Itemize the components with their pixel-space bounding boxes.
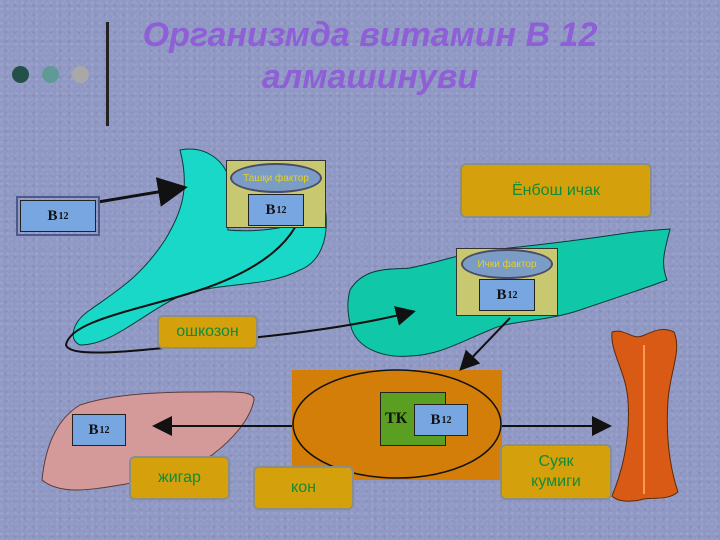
page-title: Организмда витамин В 12 алмашинуви: [110, 14, 630, 98]
b12-letter: B: [265, 201, 276, 218]
stomach-label: ошкозон: [157, 315, 258, 349]
b12-sub: 12: [441, 414, 452, 426]
arrow-stomach-to-intestine: [64, 199, 416, 354]
inner-factor-oval: Ички фактор: [461, 249, 553, 279]
liver-label: жигар: [129, 456, 230, 500]
blood-label: кон: [253, 466, 354, 510]
outer-factor-oval: Ташқи фактор: [230, 163, 322, 193]
b12-letter: B: [88, 421, 99, 438]
arrow-intestine-to-blood: [459, 317, 511, 371]
decor-dot-3: [72, 66, 89, 83]
title-line-1: Организмда витамин В 12: [142, 16, 598, 54]
arrow-b12-to-stomach: [97, 177, 188, 207]
decor-dot-1: [12, 66, 29, 83]
b12-sub: 12: [99, 424, 110, 436]
stomach-shape: [72, 148, 327, 346]
decor-dot-2: [42, 66, 59, 83]
b12-sub: 12: [276, 204, 287, 216]
bone-marrow-label: Суяк кумиги: [500, 444, 612, 500]
b12-letter: B: [496, 286, 507, 303]
blood-text: кон: [291, 479, 316, 496]
small-intestine-text: Ёнбош ичак: [511, 181, 601, 199]
bone-marrow-text: Суяк кумиги: [531, 453, 581, 490]
blood-oval: [292, 369, 502, 479]
b12-sub: 12: [507, 289, 518, 301]
b12-letter: B: [47, 207, 58, 224]
liver-text: жигар: [158, 469, 201, 486]
inner-factor-label: Ички фактор: [477, 258, 537, 270]
stomach-text: ошкозон: [176, 323, 239, 340]
title-divider: [106, 22, 109, 126]
b12-letter: B: [430, 411, 441, 428]
outer-factor-label: Ташқи фактор: [243, 172, 309, 184]
small-intestine-label: Ёнбош ичак: [460, 163, 652, 218]
b12-sub: 12: [58, 210, 69, 222]
tk-label: ТК: [385, 410, 408, 427]
title-line-2: алмашинуви: [261, 58, 479, 96]
